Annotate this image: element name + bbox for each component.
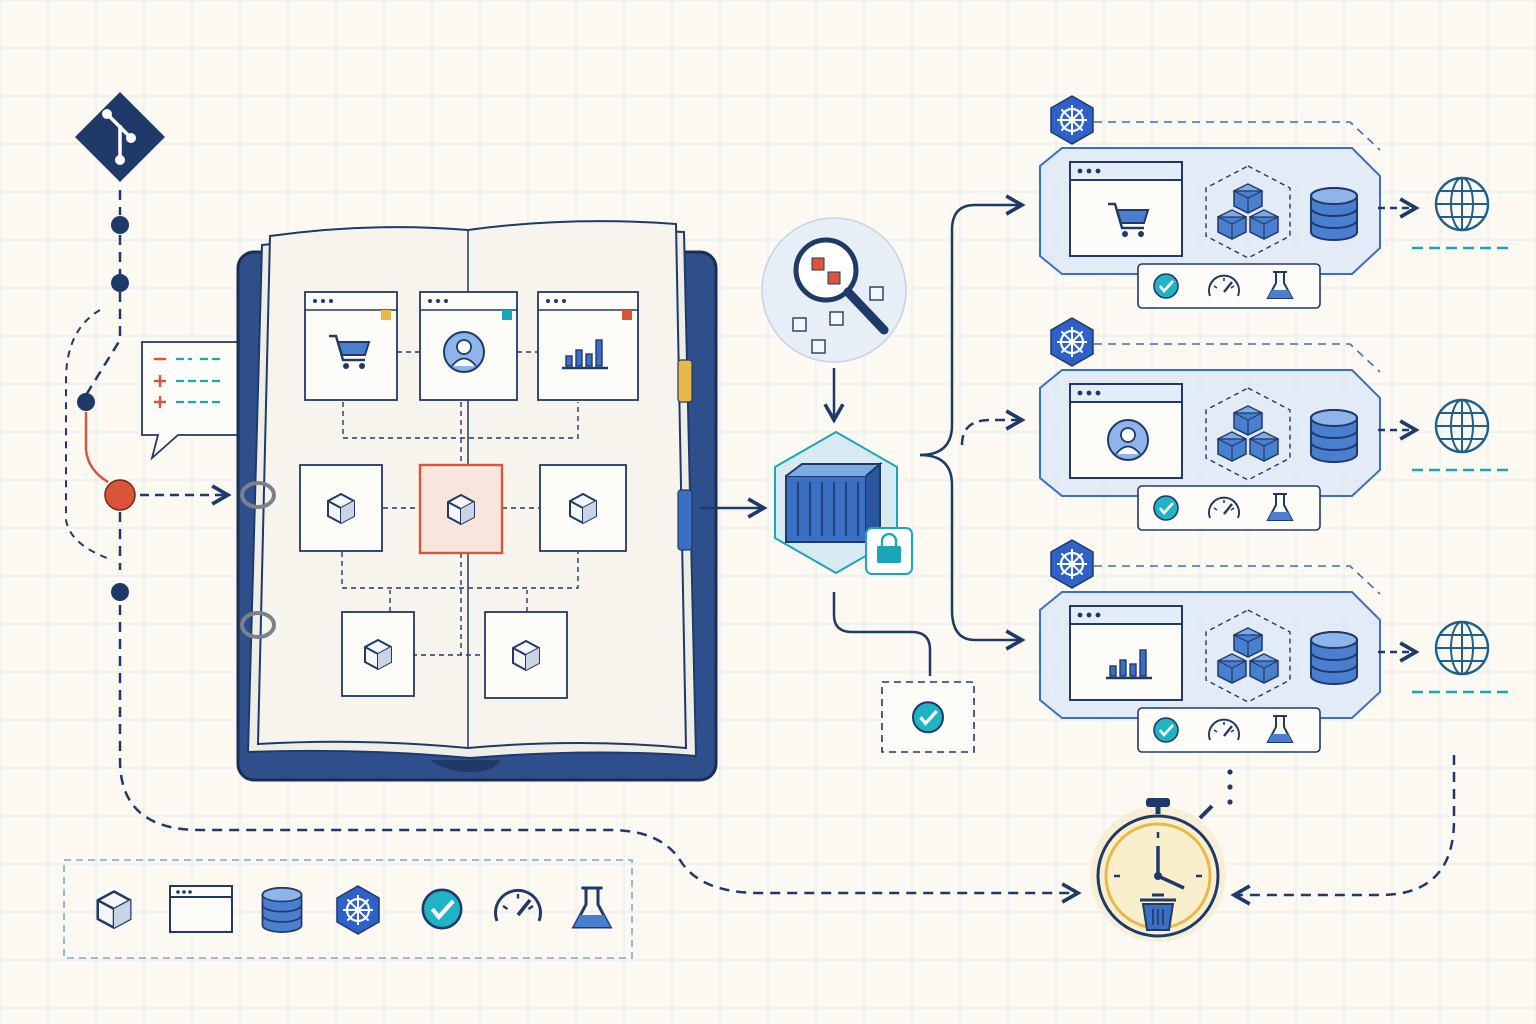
env-checks	[1137, 485, 1321, 531]
service-window-profile	[419, 291, 518, 401]
cube-icon	[512, 640, 540, 671]
feature-branch-line	[84, 412, 109, 484]
cleanup-timer	[1090, 798, 1226, 942]
user-profile-icon	[1107, 419, 1149, 461]
check-circle-icon	[423, 890, 461, 928]
check-circle-icon	[1152, 272, 1180, 300]
signature-verified	[881, 681, 975, 753]
architecture-notebook	[236, 220, 718, 782]
commit-dot-icon	[111, 274, 129, 292]
magnifier-scan-icon	[761, 217, 907, 363]
commit-dot-icon	[111, 216, 129, 234]
preview-environment	[1039, 94, 1508, 309]
kubernetes-helm-icon	[1049, 538, 1095, 590]
browser-window-icon	[169, 885, 233, 933]
kubernetes-helm-icon	[1049, 94, 1095, 146]
ttl-return-line	[1230, 755, 1456, 906]
database-icon	[261, 887, 303, 933]
database-icon	[1310, 409, 1358, 463]
app-window	[1069, 161, 1183, 257]
globe-icon	[1434, 398, 1490, 454]
notebook-tab	[677, 489, 693, 551]
preview-environments	[1039, 94, 1508, 753]
container-image	[774, 430, 913, 575]
deployment-pods	[1205, 165, 1291, 259]
gauge-icon	[493, 888, 543, 923]
flask-icon	[572, 886, 612, 929]
commit-dot-icon	[77, 393, 95, 411]
icon-legend	[63, 859, 633, 959]
preview-environment	[1039, 316, 1508, 531]
cube-icon	[364, 639, 392, 670]
kubernetes-helm-icon	[1049, 316, 1095, 368]
cleanup-trigger-line	[118, 605, 1082, 904]
binder-ring	[240, 481, 276, 509]
service-window-analytics	[537, 291, 639, 401]
verify-line	[832, 592, 932, 676]
cube-icon	[569, 493, 597, 524]
kubernetes-helm-icon	[335, 884, 381, 936]
database-icon	[1310, 631, 1358, 685]
preview-environment	[1039, 538, 1508, 753]
check-circle-icon	[911, 700, 945, 734]
component-grid	[299, 463, 627, 699]
check-circle-icon	[1152, 716, 1180, 744]
database-icon	[1310, 187, 1358, 241]
cube-icon	[327, 493, 355, 524]
globe-icon	[1434, 620, 1490, 676]
user-profile-icon	[443, 331, 485, 373]
app-window	[1069, 383, 1183, 479]
check-circle-icon	[1152, 494, 1180, 522]
service-window-shop	[304, 291, 398, 401]
binder-ring	[240, 611, 276, 639]
app-window	[1069, 605, 1183, 701]
commit-line	[65, 190, 1082, 904]
cube-icon	[96, 890, 132, 929]
env-checks	[1137, 707, 1321, 753]
more-environments-ellipsis	[1227, 769, 1233, 805]
commit-dot-icon	[111, 583, 129, 601]
git-source	[75, 92, 165, 182]
env-checks	[1137, 263, 1321, 309]
notebook-tab	[677, 359, 693, 403]
deployment-pods	[1205, 387, 1291, 481]
globe-icon	[1434, 176, 1490, 232]
cube-icon	[447, 494, 475, 525]
deploy-fanout	[919, 194, 1026, 651]
diff-comment-icon	[141, 341, 241, 461]
deployment-pods	[1205, 609, 1291, 703]
branch-commit-dot	[104, 479, 136, 511]
